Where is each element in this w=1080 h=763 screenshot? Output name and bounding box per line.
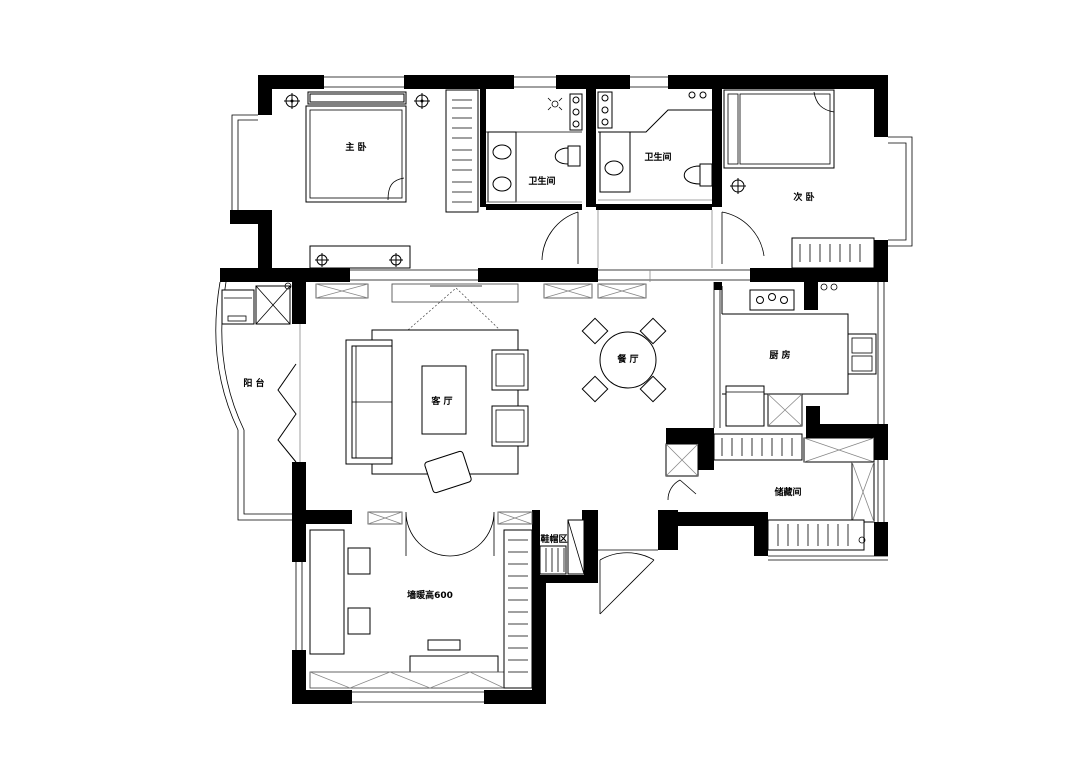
shower-panel [569, 93, 583, 131]
room-label-dining-room: 餐 厅 [616, 353, 638, 365]
wardrobe [503, 529, 533, 689]
sink-icon [492, 144, 512, 160]
armchair [491, 349, 529, 391]
vanity [487, 131, 517, 203]
kitchen-fixtures: 厨 房 [721, 283, 877, 427]
room-label-shoe-area: 鞋帽区 [540, 533, 567, 545]
toilet-icon [554, 147, 569, 165]
storage-room-fixtures: 储藏间 [665, 433, 875, 551]
dining-room-furniture: 餐 厅 [581, 317, 667, 403]
ottoman [424, 450, 472, 494]
chair [581, 317, 609, 345]
room-label-balcony: 阳 台 [243, 377, 264, 389]
lamp-icon [414, 93, 430, 109]
chair [347, 547, 371, 575]
bathroom-2-fixtures: 卫生间 [597, 91, 765, 264]
sink-icon [604, 160, 624, 176]
room-label-study: 墙暖高600 [407, 589, 453, 601]
room-label-bathroom-2: 卫生间 [644, 151, 671, 163]
sink-icon [847, 333, 877, 375]
tv-cabinet [309, 245, 411, 269]
room-label-second-bedroom: 次 卧 [793, 191, 814, 203]
room-label-storage-room: 储藏间 [774, 486, 801, 498]
toilet-icon [683, 165, 701, 185]
wardrobe [791, 237, 875, 269]
dining-table [599, 331, 657, 389]
room-label-kitchen: 厨 房 [769, 349, 790, 361]
chair [347, 607, 371, 635]
tv-console [391, 283, 519, 303]
second-bed [723, 89, 835, 169]
lamp-icon [284, 93, 300, 109]
desk [309, 529, 345, 655]
shoe-cabinet [539, 545, 567, 575]
room-label-master-bedroom: 主 卧 [345, 141, 366, 153]
armchair [491, 405, 529, 447]
master-bedroom-furniture: 主 卧 [284, 89, 479, 269]
study-room-furniture: 墙暖高600 [309, 511, 533, 689]
room-label-bathroom-1: 卫生间 [528, 175, 555, 187]
shoe-area-fixtures: 鞋帽区 [539, 519, 655, 615]
washer [221, 289, 255, 325]
room-label-living-room: 客 厅 [430, 395, 452, 407]
living-room-furniture: 客 厅 [315, 283, 647, 494]
lamp-icon [389, 253, 403, 267]
sink-icon [492, 176, 512, 192]
shelf [713, 433, 803, 461]
vanity [599, 131, 631, 193]
chair [581, 375, 609, 403]
chair [639, 317, 667, 345]
bathroom-1-fixtures: 卫生间 [486, 93, 583, 264]
lamp-icon [315, 253, 329, 267]
lamp-icon [730, 178, 746, 194]
balcony-fixtures: 阳 台 [221, 282, 301, 463]
shower-icon [547, 97, 563, 111]
shelf [767, 519, 865, 551]
fridge [725, 385, 765, 427]
second-bedroom-furniture: 次 卧 [723, 89, 875, 269]
chair [639, 375, 667, 403]
walls [220, 75, 888, 704]
coffee-table [421, 365, 467, 435]
master-bed [305, 105, 407, 203]
